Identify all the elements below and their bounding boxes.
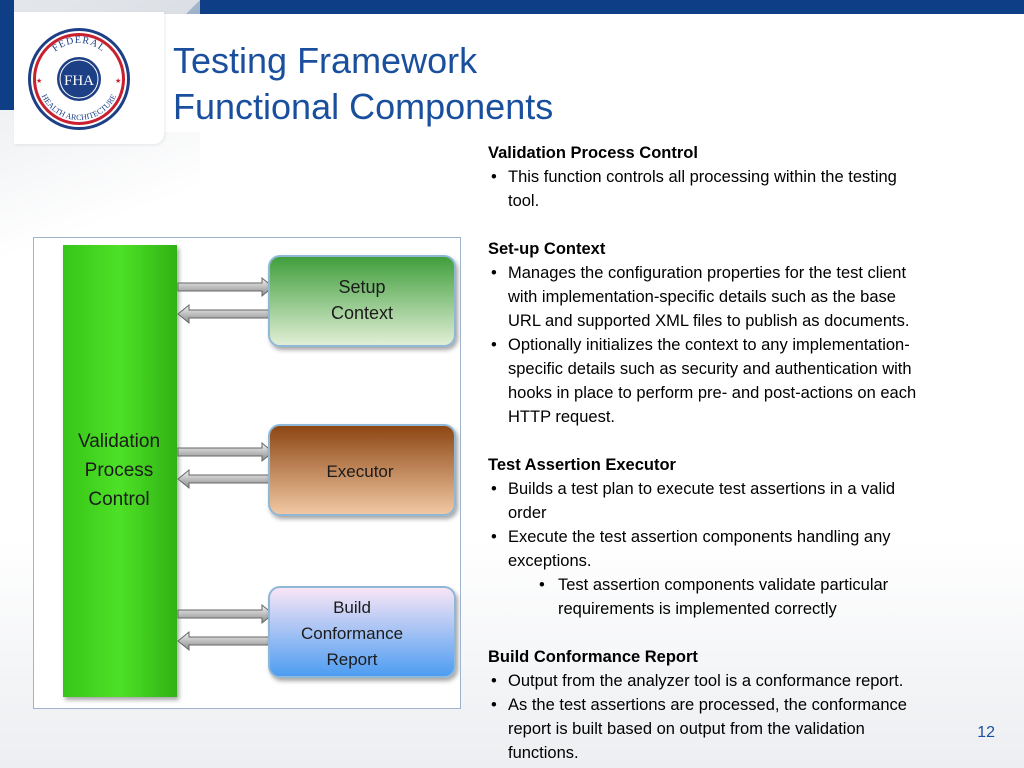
arrow-right-icon: [177, 603, 274, 625]
section-heading: Validation Process Control: [488, 144, 698, 162]
left-accent-bar: [0, 0, 14, 110]
main-block-line-1: Validation: [78, 431, 160, 452]
functional-components-diagram: Validation Process Control Setup Context…: [33, 237, 461, 709]
bullet-line: URL and supported XML files to publish a…: [508, 312, 910, 330]
sub-bullet-item: Test assertion components validate parti…: [488, 573, 1008, 621]
bullet-line: Optionally initializes the context to an…: [508, 336, 910, 354]
bullet-line: Builds a test plan to execute test asser…: [508, 480, 896, 498]
arrow-right-icon: [177, 276, 274, 298]
executor-arrows: [177, 441, 274, 490]
bullet-item: Manages the configuration properties for…: [488, 261, 1008, 333]
bullet-line: requirements is implemented correctly: [558, 600, 837, 618]
page-title: Testing Framework Functional Components: [173, 38, 553, 130]
setup-context-box: [268, 255, 456, 347]
bullet-item: Optionally initializes the context to an…: [488, 333, 1008, 429]
arrow-left-icon: [177, 630, 273, 652]
bullet-item: Execute the test assertion components ha…: [488, 525, 1008, 573]
bullet-item: This function controls all processing wi…: [488, 165, 1008, 213]
title-line-2: Functional Components: [173, 86, 554, 127]
fha-logo: FEDERAL HEALTH ARCHITECTURE FHA ★ ★: [28, 28, 130, 130]
top-banner: [0, 0, 1024, 16]
section-spacer: [488, 621, 1008, 645]
section-test-assertion-executor: Test Assertion Executor Builds a test pl…: [488, 453, 1008, 621]
bullet-item: Output from the analyzer tool is a confo…: [488, 669, 1008, 693]
bullet-line: Manages the configuration properties for…: [508, 264, 907, 282]
build-conformance-report-box: [268, 586, 456, 678]
bullet-item: Builds a test plan to execute test asser…: [488, 477, 1008, 525]
report-box-line-1: Build: [333, 598, 371, 617]
section-spacer: [488, 213, 1008, 237]
setup-arrows: [177, 276, 274, 325]
main-block-line-2: Process: [85, 460, 154, 481]
logo-center-text: FHA: [64, 73, 94, 89]
main-block-line-3: Control: [88, 489, 149, 510]
section-validation-process-control: Validation Process Control This function…: [488, 141, 1008, 213]
executor-box-label: Executor: [326, 462, 393, 481]
bullet-item: As the test assertions are processed, th…: [488, 693, 1008, 765]
report-arrows: [177, 603, 274, 652]
bullet-line: HTTP request.: [508, 408, 615, 426]
page-number: 12: [977, 724, 995, 741]
description-text: Validation Process Control This function…: [488, 141, 1008, 765]
bullet-line: As the test assertions are processed, th…: [508, 696, 907, 714]
title-line-1: Testing Framework: [173, 40, 478, 81]
logo-center-disc: [57, 57, 101, 101]
bullet-line: Execute the test assertion components ha…: [508, 528, 891, 546]
logo-star-icon: ★: [115, 77, 121, 85]
arrow-left-icon: [177, 468, 273, 490]
arrow-right-icon: [177, 441, 274, 463]
section-heading: Set-up Context: [488, 240, 606, 258]
arrow-left-icon: [177, 303, 273, 325]
setup-box-line-2: Context: [331, 303, 393, 323]
diagram-canvas: Validation Process Control Setup Context…: [63, 245, 456, 697]
bullet-line: order: [508, 504, 547, 522]
bullet-line: This function controls all processing wi…: [508, 168, 897, 186]
report-box-line-2: Conformance: [301, 624, 403, 643]
title-card: [150, 14, 1024, 132]
setup-box-line-1: Setup: [338, 277, 385, 297]
bullet-line: tool.: [508, 192, 540, 210]
report-box-line-3: Report: [326, 650, 377, 669]
validation-process-control-block: [63, 245, 177, 697]
bullet-line: specific details such as security and au…: [508, 360, 912, 378]
bullet-line: Output from the analyzer tool is a confo…: [508, 672, 904, 690]
bullet-line: functions.: [508, 744, 579, 762]
bullet-line: exceptions.: [508, 552, 592, 570]
bullet-line: hooks in place to perform pre- and post-…: [508, 384, 917, 402]
executor-box: [268, 424, 456, 516]
bullet-line: with implementation-specific details suc…: [508, 288, 896, 306]
section-heading: Build Conformance Report: [488, 648, 698, 666]
section-spacer: [488, 429, 1008, 453]
section-build-conformance-report: Build Conformance Report Output from the…: [488, 645, 1008, 765]
bullet-line: Test assertion components validate parti…: [558, 576, 889, 594]
section-setup-context: Set-up Context Manages the configuration…: [488, 237, 1008, 429]
logo-star-icon: ★: [36, 77, 42, 85]
section-heading: Test Assertion Executor: [488, 456, 676, 474]
bullet-line: report is built based on output from the…: [508, 720, 865, 738]
